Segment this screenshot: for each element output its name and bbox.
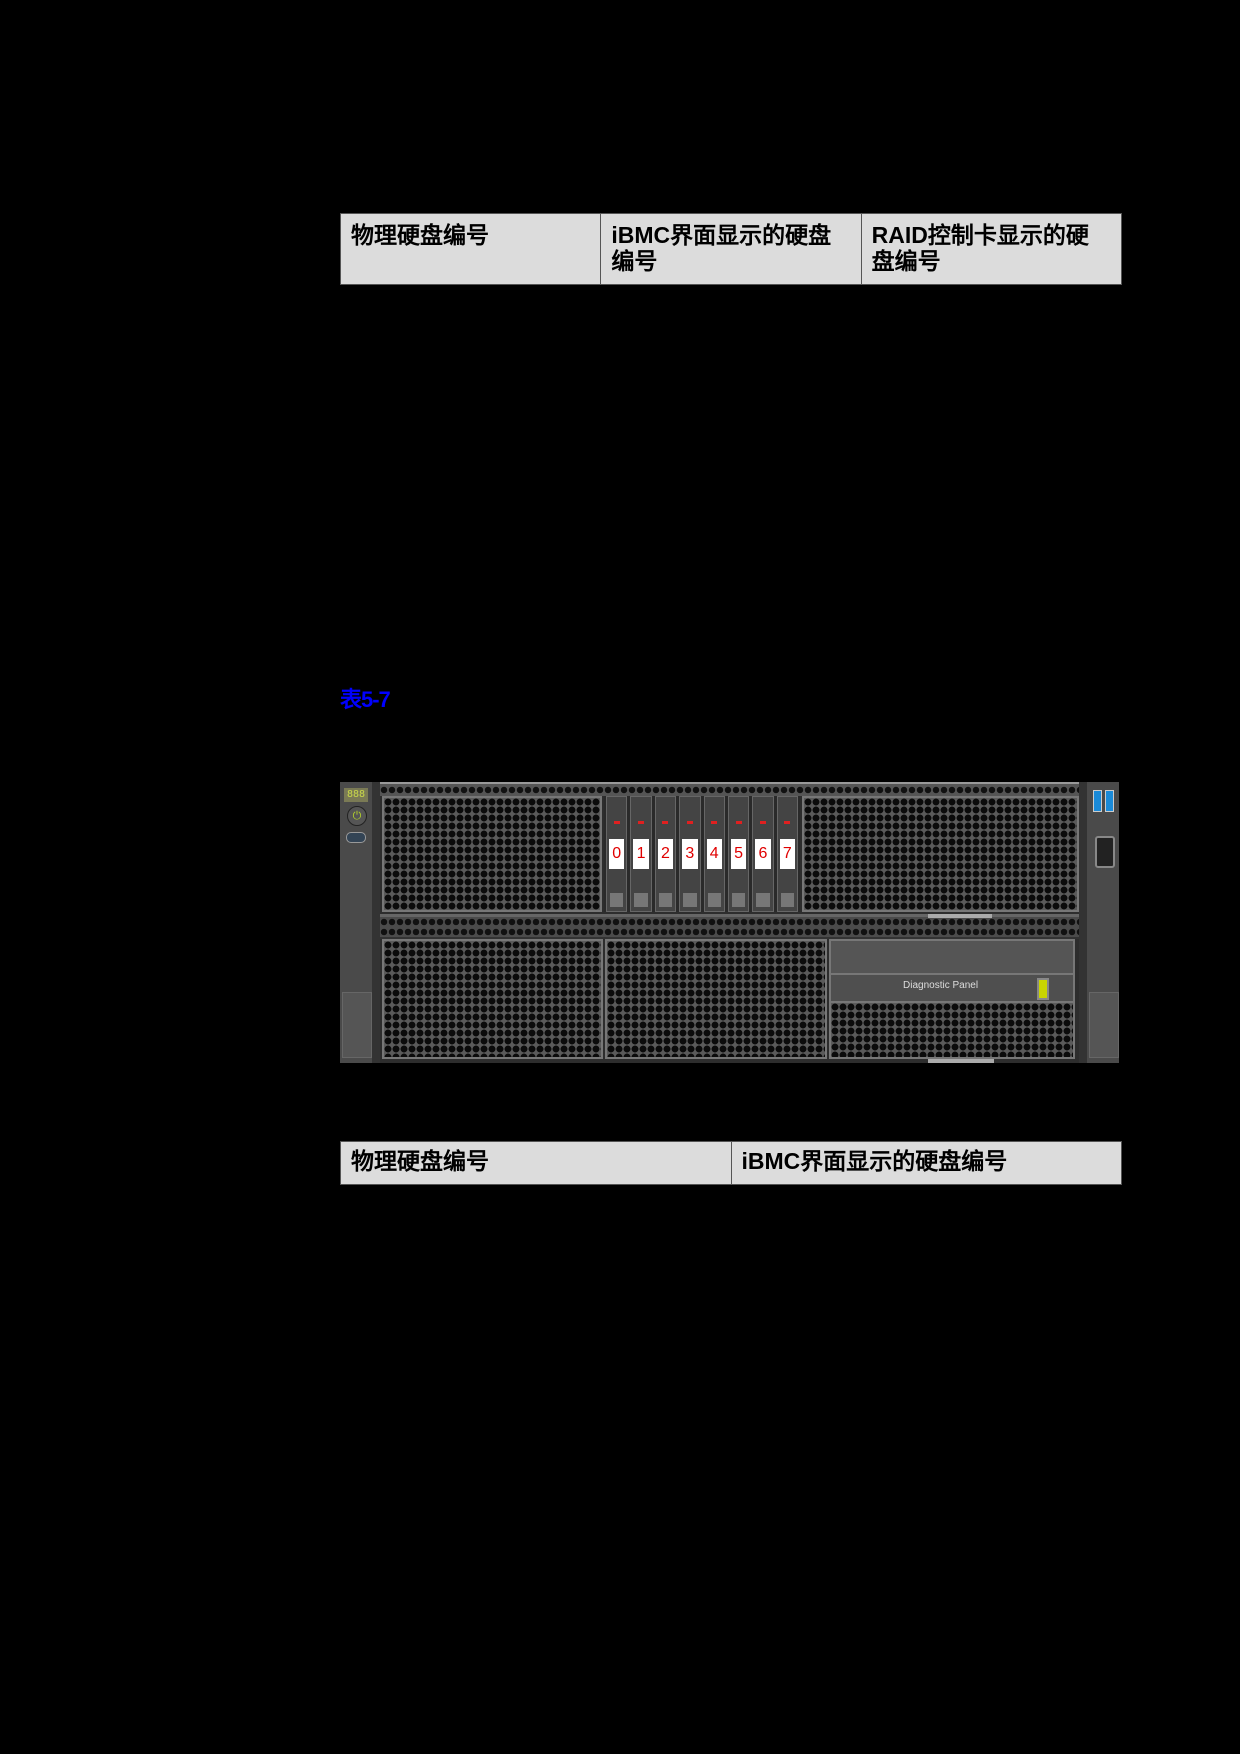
drive-latch bbox=[780, 893, 794, 907]
drive-slot-label: 4 bbox=[706, 839, 722, 869]
left-ear-panel: 888 ⏻ bbox=[340, 782, 380, 1063]
diagnostic-vent-grill bbox=[831, 1003, 1073, 1057]
drive-slot: 3 bbox=[679, 796, 701, 912]
left-ear-latch bbox=[342, 992, 372, 1058]
drive-slot-label: 5 bbox=[730, 839, 747, 869]
drive-slot-label: 2 bbox=[657, 839, 674, 869]
drive-slot: 4 bbox=[703, 796, 725, 912]
uid-button-icon bbox=[346, 832, 366, 843]
drive-slot-label: 7 bbox=[779, 839, 795, 869]
header-ibmc-disk-number: iBMC界面显示的硬盘编号 bbox=[730, 1141, 1122, 1185]
vent-grill-bottom-left bbox=[382, 939, 603, 1059]
drive-slot: 6 bbox=[752, 796, 774, 912]
right-ear-panel bbox=[1079, 782, 1119, 1063]
pull-tab-top bbox=[928, 914, 992, 918]
drive-latch bbox=[610, 893, 624, 907]
drive-led-icon bbox=[638, 821, 645, 824]
drive-latch bbox=[731, 893, 746, 907]
lcd-display: 888 bbox=[344, 788, 368, 802]
diagnostic-panel-bar: Diagnostic Panel bbox=[831, 973, 1073, 1003]
disk-mapping-table-1: 物理硬盘编号 iBMC界面显示的硬盘编号 RAID控制卡显示的硬盘编号 bbox=[339, 213, 1123, 285]
vga-port-icon bbox=[1095, 836, 1115, 868]
diagnostic-led-icon bbox=[1037, 978, 1049, 1000]
drive-slot-label: 0 bbox=[609, 839, 625, 869]
disk-mapping-table-2: 物理硬盘编号 iBMC界面显示的硬盘编号 bbox=[340, 1141, 1122, 1185]
drive-latch bbox=[707, 893, 721, 907]
drive-led-icon bbox=[784, 821, 791, 824]
drive-led-icon bbox=[686, 821, 693, 824]
pull-tab-bottom bbox=[928, 1059, 994, 1063]
drive-bay-group: 0 1 2 3 4 5 6 7 bbox=[604, 796, 800, 912]
drive-slot: 1 bbox=[630, 796, 652, 912]
drive-slot-label: 6 bbox=[755, 839, 771, 869]
drive-slot-label: 3 bbox=[682, 839, 698, 869]
header-physical-disk-number: 物理硬盘编号 bbox=[339, 213, 602, 285]
diagnostic-panel: Diagnostic Panel bbox=[829, 939, 1075, 1059]
header-ibmc-disk-number: iBMC界面显示的硬盘编号 bbox=[600, 213, 862, 285]
table-caption-link[interactable]: 表5-7 bbox=[340, 687, 391, 712]
header-raid-disk-number: RAID控制卡显示的硬盘编号 bbox=[860, 213, 1123, 285]
power-icon: ⏻ bbox=[347, 806, 367, 826]
right-ear-latch bbox=[1089, 992, 1119, 1058]
diagnostic-panel-label: Diagnostic Panel bbox=[903, 980, 979, 991]
header-physical-disk-number: 物理硬盘编号 bbox=[340, 1141, 732, 1185]
server-front-panel-figure: 888 ⏻ 0 1 2 3 4 5 6 7 Diagnostic Panel bbox=[340, 782, 1119, 1063]
drive-slot: 2 bbox=[654, 796, 677, 912]
vent-grill-top-right bbox=[802, 796, 1079, 912]
drive-slot-label: 1 bbox=[633, 839, 649, 869]
drive-led-icon bbox=[759, 821, 766, 824]
drive-slot: 5 bbox=[727, 796, 750, 912]
vent-grill-top-left bbox=[382, 796, 602, 912]
usb-port-icon bbox=[1093, 790, 1102, 812]
drive-latch bbox=[683, 893, 697, 907]
top-vent-strip bbox=[380, 782, 1079, 796]
middle-vent-strip bbox=[380, 914, 1079, 939]
drive-led-icon bbox=[662, 821, 669, 824]
usb-port-icon bbox=[1105, 790, 1114, 812]
drive-led-icon bbox=[613, 821, 620, 824]
drive-led-icon bbox=[711, 821, 718, 824]
drive-latch bbox=[634, 893, 648, 907]
drive-latch bbox=[756, 893, 770, 907]
drive-led-icon bbox=[735, 821, 742, 824]
vent-grill-bottom-middle bbox=[605, 939, 827, 1059]
drive-slot: 7 bbox=[776, 796, 798, 912]
drive-latch bbox=[658, 893, 673, 907]
drive-slot: 0 bbox=[606, 796, 628, 912]
